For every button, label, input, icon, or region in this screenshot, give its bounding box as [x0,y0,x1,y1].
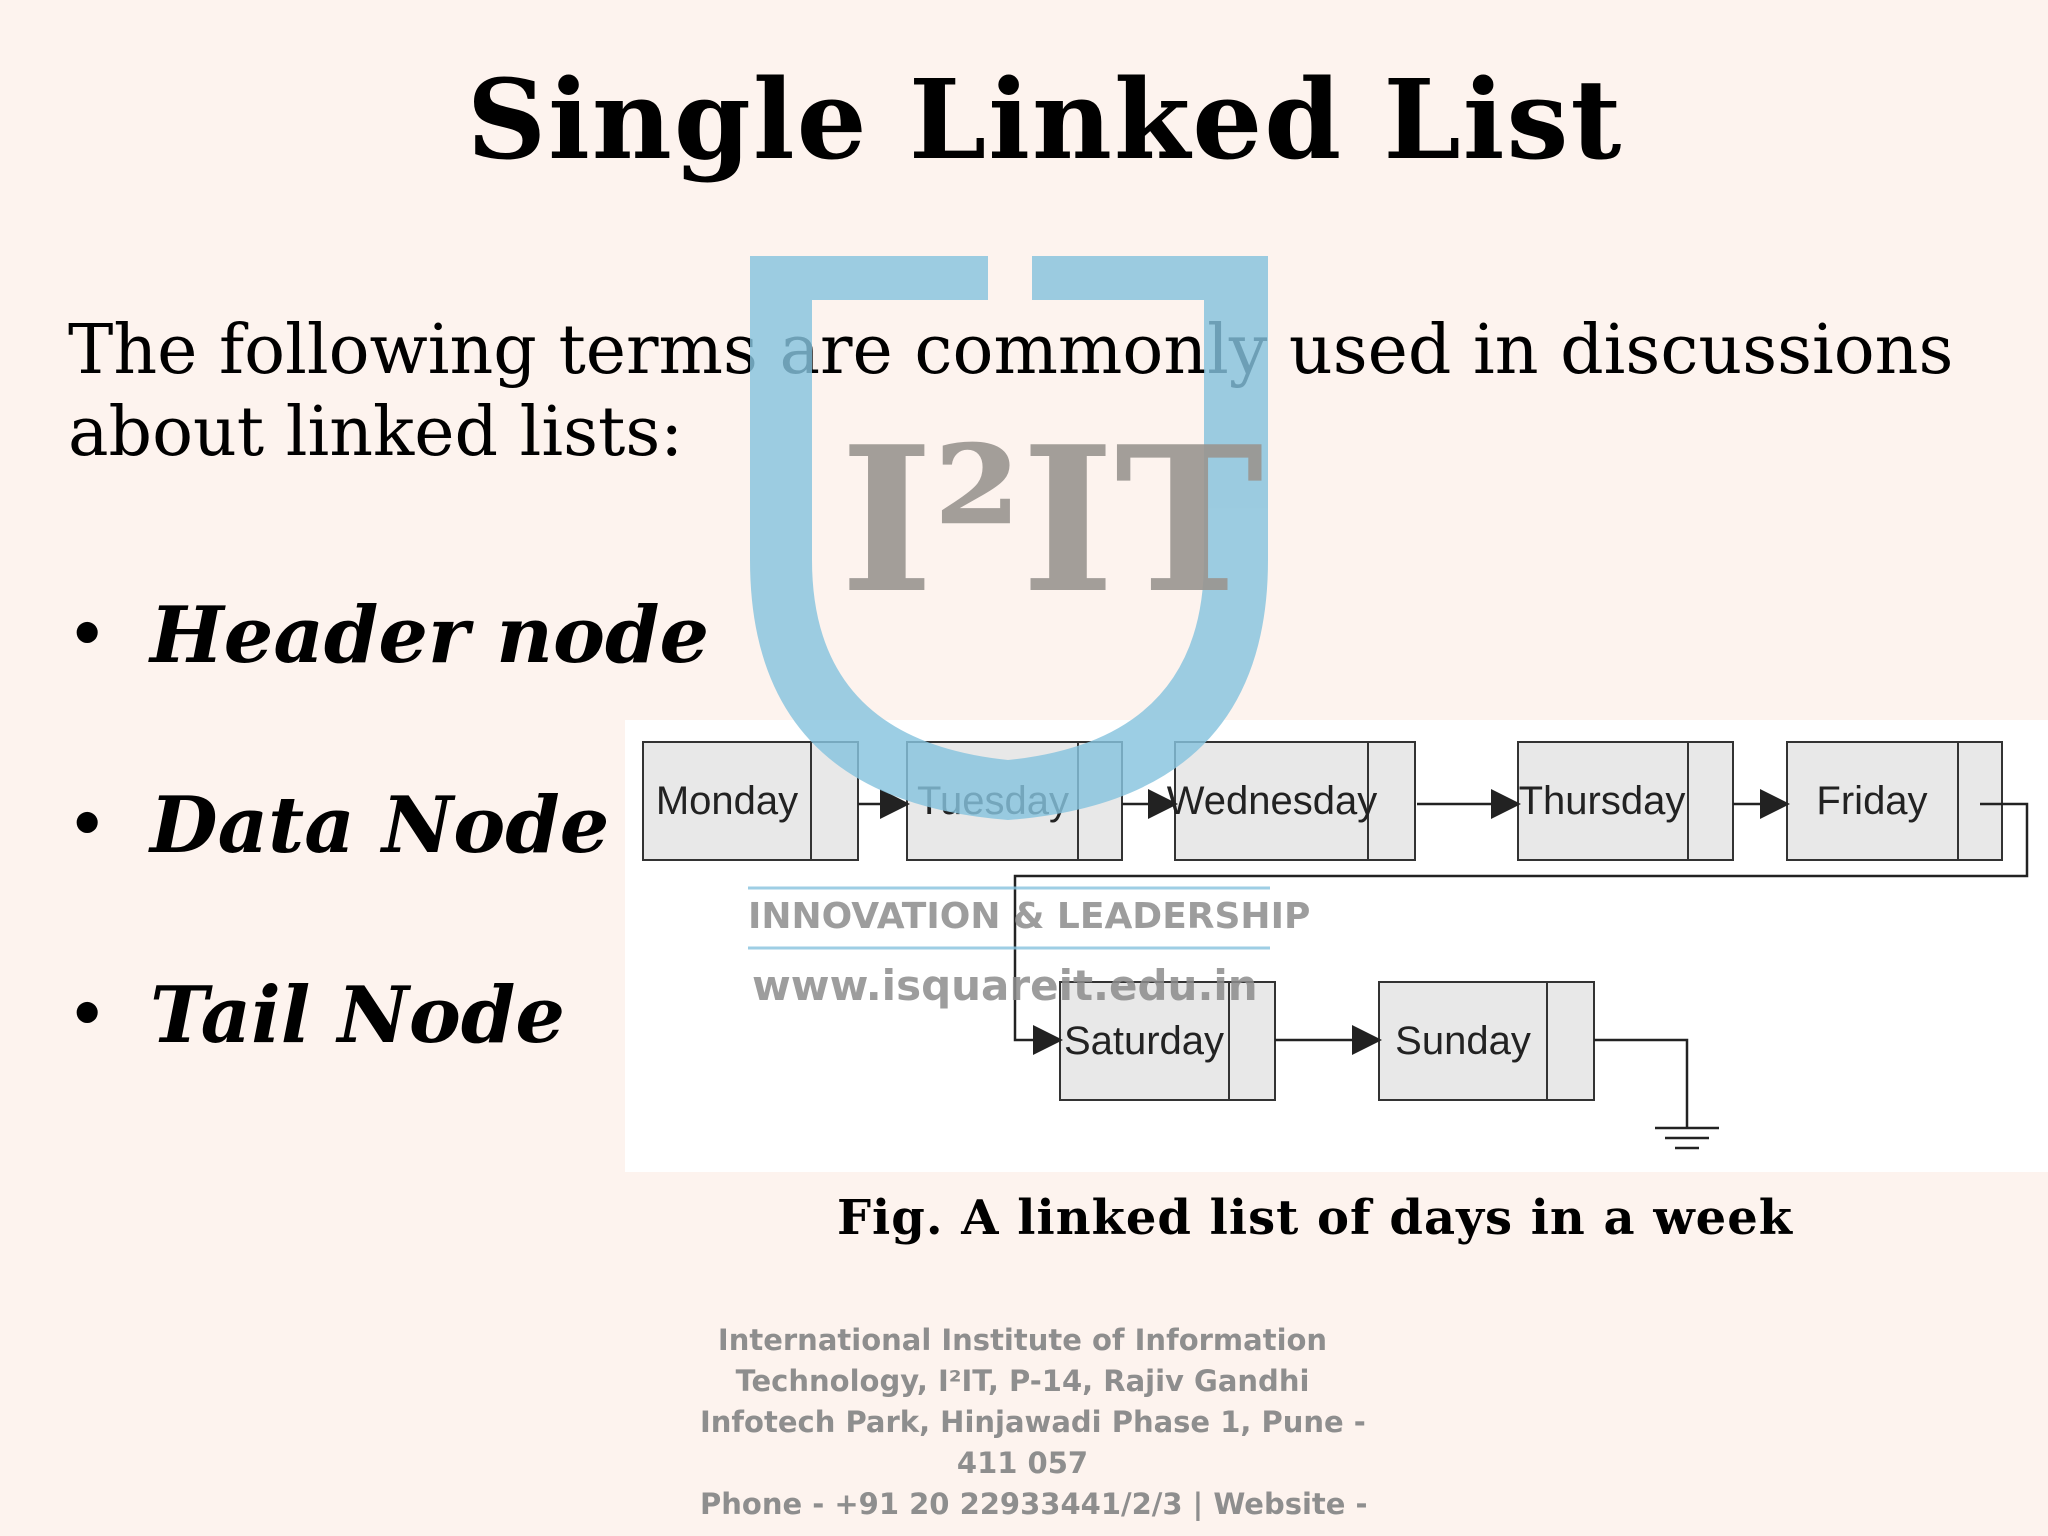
wrap-link-arrow [1013,802,2029,1055]
list-node: Sunday [1378,981,1595,1101]
node-label: Wednesday [1167,779,1378,823]
intro-paragraph: The following terms are commonly used in… [68,311,1954,472]
footer-line: Technology, I²IT, P-14, Rajiv Gandhi [735,1364,1310,1398]
node-label: Friday [1816,779,1927,823]
list-node: Saturday [1059,981,1276,1101]
term-label: Tail Node [150,969,566,1061]
linked-list-figure: Monday Tuesday Wednesday Thursday [625,720,2048,1172]
slide-title: Single Linked List [466,55,1624,184]
list-node: Wednesday [1167,741,1416,861]
figure-caption: Fig. A linked list of days in a week [836,1190,1794,1246]
node-label: Monday [656,779,798,823]
list-node: Monday [642,741,859,861]
footer-line: 411 057 [956,1446,1089,1480]
term-item: • Tail Node [68,920,709,1110]
term-label: Header node [150,589,710,681]
list-node: Thursday [1517,741,1734,861]
footer-address: International Institute of Information T… [700,1320,1368,1525]
bullet-icon: • [68,790,107,860]
null-link [1594,1038,1689,1128]
term-label: Data Node [150,779,610,871]
null-ground-icon [1655,1126,1719,1150]
footer-line: International Institute of Information [717,1323,1328,1357]
list-node: Friday [1786,741,2003,861]
list-node: Tuesday [906,741,1123,861]
node-label: Saturday [1064,1019,1224,1063]
footer-line: Phone - +91 20 22933441/2/3 | Website - [700,1487,1368,1521]
bullet-icon: • [68,980,107,1050]
term-item: • Header node [68,540,709,730]
footer-line: Infotech Park, Hinjawadi Phase 1, Pune - [700,1405,1366,1439]
linked-list-diagram: Monday Tuesday Wednesday Thursday [642,741,2029,1150]
term-item: • Data Node [68,730,709,920]
node-label: Sunday [1395,1019,1531,1063]
node-label: Tuesday [917,779,1069,823]
terms-list: • Header node • Data Node • Tail Node [68,540,709,1110]
bullet-icon: • [68,600,107,670]
node-label: Thursday [1519,779,1686,823]
